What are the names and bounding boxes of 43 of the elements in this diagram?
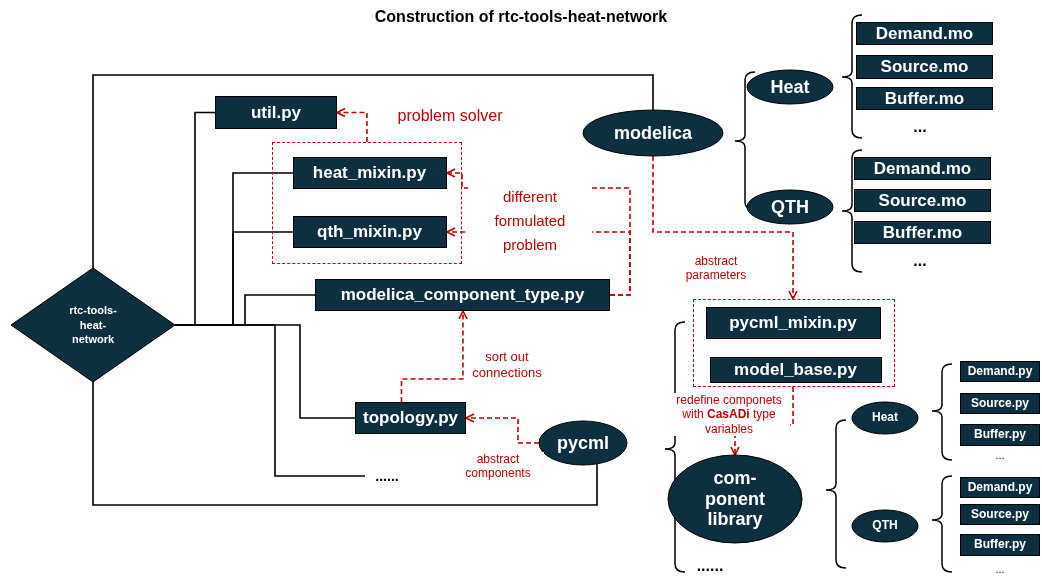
ellipsis-text: ... xyxy=(912,118,928,136)
ellipsis-text: ...... xyxy=(365,466,409,486)
module-ellipse: Heat xyxy=(852,402,918,434)
file-box: heat_mixin.py xyxy=(292,156,447,189)
package-diamond: rtc-tools-heat-network xyxy=(11,268,175,382)
connector-line xyxy=(92,381,598,506)
dashed-group-box xyxy=(272,142,462,264)
module-ellipse: QTH xyxy=(747,190,833,224)
arrow xyxy=(400,310,468,403)
file-box: Buffer.mo xyxy=(856,87,993,110)
ellipsis-text: ...... xyxy=(695,557,725,575)
module-ellipse: com- ponent library xyxy=(668,455,802,543)
file-box: pycml_mixin.py xyxy=(705,306,881,339)
arrow xyxy=(465,413,540,444)
file-box: Source.mo xyxy=(854,189,991,212)
file-box: Demand.py xyxy=(960,361,1040,382)
arrow xyxy=(336,107,368,143)
connector-line xyxy=(174,324,366,477)
file-box: util.py xyxy=(215,96,337,129)
file-box: Source.py xyxy=(960,393,1040,414)
ellipsis-text: ... xyxy=(912,252,928,270)
file-box: Buffer.py xyxy=(960,534,1040,556)
connector-line xyxy=(92,74,654,269)
module-ellipse: modelica xyxy=(583,110,723,156)
file-box: Demand.py xyxy=(960,477,1040,498)
file-box: Demand.mo xyxy=(856,22,993,45)
diagram-title: Construction of rtc-tools-heat-network xyxy=(373,8,669,26)
arrow xyxy=(652,155,798,300)
file-box: qth_mixin.py xyxy=(292,215,447,248)
dashed-group-box xyxy=(693,299,895,387)
module-ellipse: QTH xyxy=(852,510,918,542)
file-box: modelica_component_type.py xyxy=(315,279,610,311)
file-box: Buffer.py xyxy=(960,424,1040,446)
file-box: Source.mo xyxy=(856,55,993,79)
file-box: model_base.py xyxy=(709,356,882,383)
file-box: Buffer.mo xyxy=(854,221,991,244)
module-ellipse: pycml xyxy=(539,421,627,465)
file-box: Source.py xyxy=(960,504,1040,525)
ellipsis-text: ... xyxy=(994,563,1006,575)
module-ellipse: Heat xyxy=(747,70,833,104)
ellipsis-text: ... xyxy=(994,449,1006,461)
file-box: topology.py xyxy=(355,402,466,434)
file-box: Demand.mo xyxy=(854,157,991,180)
